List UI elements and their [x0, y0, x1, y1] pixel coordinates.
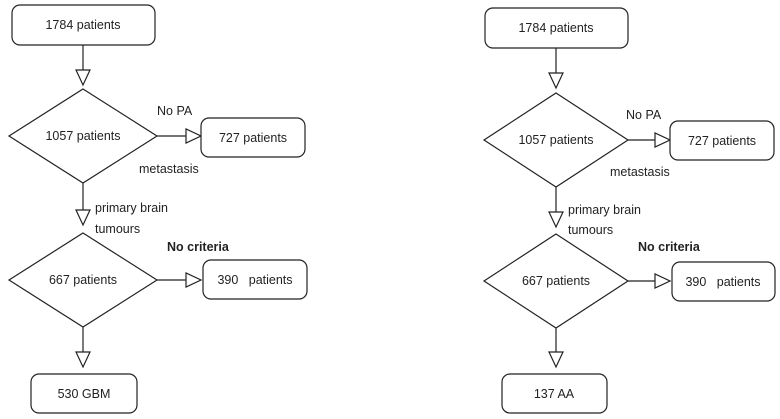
exclusion1-condition: No PA: [626, 108, 662, 122]
exclusion1-box-label: 727 patients: [219, 131, 287, 145]
exclusion2-box: [202, 259, 308, 300]
arrowhead-icon: [548, 211, 564, 229]
branch-label-line2: tumours: [568, 223, 613, 237]
start-label: 1784 patients: [45, 18, 120, 32]
exclusion2-box-label: 390 patients: [217, 273, 292, 287]
decision2-label: 667 patients: [522, 274, 590, 288]
result-box: [30, 373, 138, 414]
arrowhead-icon: [75, 69, 91, 87]
exclusion1-box: [669, 120, 775, 161]
flowchart-right: 1784 patients 1057 patients No PA metast…: [482, 7, 776, 414]
branch-label-line1: primary brain: [568, 203, 641, 217]
arrowhead-icon: [75, 209, 91, 227]
exclusion2-condition: No criteria: [167, 240, 230, 254]
branch-label-line1: primary brain: [95, 201, 168, 215]
decision2-label: 667 patients: [49, 273, 117, 287]
exclusion1-reason: metastasis: [610, 165, 670, 179]
arrowhead-icon: [654, 132, 672, 148]
exclusion1-condition: No PA: [157, 104, 193, 118]
exclusion1-box: [200, 117, 306, 158]
arrowhead-icon: [548, 351, 564, 369]
arrowhead-icon: [185, 272, 203, 288]
decision1-label: 1057 patients: [45, 129, 120, 143]
start-label: 1784 patients: [518, 21, 593, 35]
exclusion2-box-label: 390 patients: [685, 275, 760, 289]
exclusion2-condition: No criteria: [638, 240, 701, 254]
result-box: [501, 373, 608, 414]
exclusion1-reason: metastasis: [139, 162, 199, 176]
arrowhead-icon: [654, 273, 672, 289]
arrowhead-icon: [75, 351, 91, 369]
arrowhead-icon: [548, 72, 564, 90]
exclusion1-box-label: 727 patients: [688, 134, 756, 148]
flowchart-left: 1784 patients 1057 patients No PA metast…: [7, 4, 308, 414]
result-label: 137 AA: [534, 387, 575, 401]
result-label: 530 GBM: [58, 387, 111, 401]
exclusion2-box: [671, 261, 776, 302]
decision1-label: 1057 patients: [518, 133, 593, 147]
branch-label-line2: tumours: [95, 222, 140, 236]
arrowhead-icon: [185, 128, 203, 144]
